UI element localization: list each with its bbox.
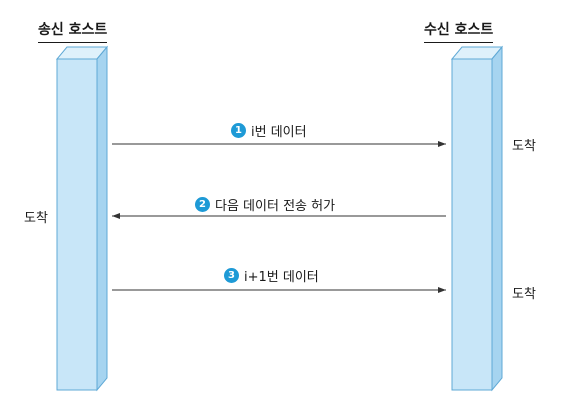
sender-pillar-side: [96, 45, 108, 392]
message-3: 3 i+1번 데이터: [224, 266, 319, 285]
message-1: 1 i번 데이터: [231, 121, 307, 140]
sender-host-title: 송신 호스트: [38, 19, 108, 43]
sender-pillar-front: [56, 58, 98, 391]
receiver-arrival-label-1: 도착: [512, 139, 536, 154]
receiver-pillar-side: [491, 45, 503, 392]
receiver-arrival-label-2: 도착: [512, 287, 536, 302]
receiver-host-title: 수신 호스트: [424, 19, 494, 43]
receiver-pillar-front: [451, 58, 493, 391]
message-2-label: 다음 데이터 전송 허가: [215, 199, 336, 214]
step-1-badge: 1: [231, 123, 246, 138]
sender-host-pillar: [55, 45, 109, 392]
step-2-badge: 2: [195, 197, 210, 212]
receiver-host-pillar: [450, 45, 504, 392]
sender-host-title-underline: [38, 42, 108, 43]
message-1-label: i번 데이터: [251, 125, 307, 140]
message-2: 2 다음 데이터 전송 허가: [195, 195, 335, 214]
receiver-host-title-underline: [424, 42, 494, 43]
sender-host-title-text: 송신 호스트: [38, 22, 108, 38]
sender-arrival-label: 도착: [24, 211, 48, 226]
step-3-badge: 3: [224, 268, 239, 283]
receiver-host-title-text: 수신 호스트: [424, 22, 494, 38]
message-3-label: i+1번 데이터: [244, 270, 319, 285]
